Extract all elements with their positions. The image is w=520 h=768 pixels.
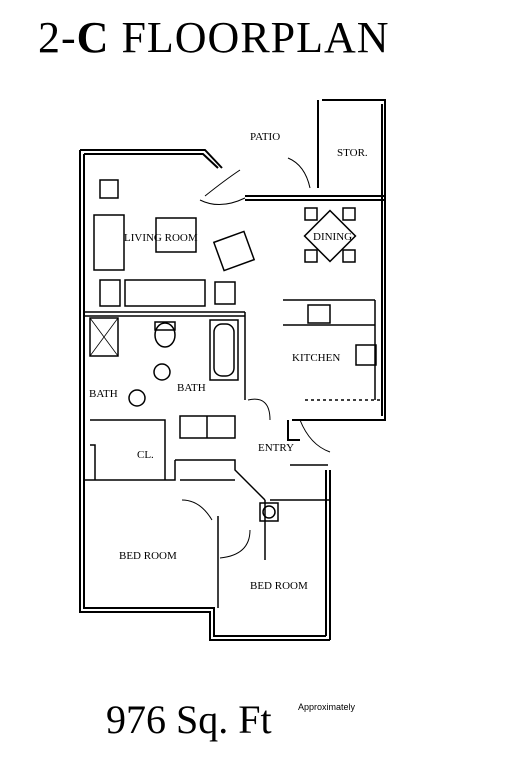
label-bedroom-2: BED ROOM [250, 580, 308, 592]
door-swings [181, 157, 331, 559]
label-patio: PATIO [250, 131, 280, 143]
label-kitchen: KITCHEN [292, 352, 340, 364]
bath-fixtures [89, 317, 279, 522]
interior-walls [84, 311, 330, 608]
label-bedroom-1: BED ROOM [119, 550, 177, 562]
room-labels: PATIO STOR. LIVING ROOM DINING KITCHEN B… [89, 131, 368, 592]
label-storage: STOR. [337, 147, 368, 159]
outer-walls [79, 99, 386, 641]
kitchen-counters [283, 299, 380, 401]
area-approximation-note: Approximately [298, 702, 356, 712]
label-living-room: LIVING ROOM [124, 232, 198, 244]
title-unit-letter: C [76, 13, 110, 62]
label-dining: DINING [313, 231, 352, 243]
title-prefix: 2- [38, 13, 77, 62]
living-room-furniture [93, 179, 256, 307]
label-entry: ENTRY [258, 442, 294, 454]
label-closet: CL. [137, 449, 154, 461]
title-suffix: FLOORPLAN [109, 13, 390, 62]
square-footage: 976 Sq. Ft [106, 697, 272, 742]
dining-table [303, 207, 357, 263]
label-bath-1: BATH [89, 388, 118, 400]
floorplan-title: 2-C FLOORPLAN [38, 12, 390, 63]
label-bath-2: BATH [177, 382, 206, 394]
